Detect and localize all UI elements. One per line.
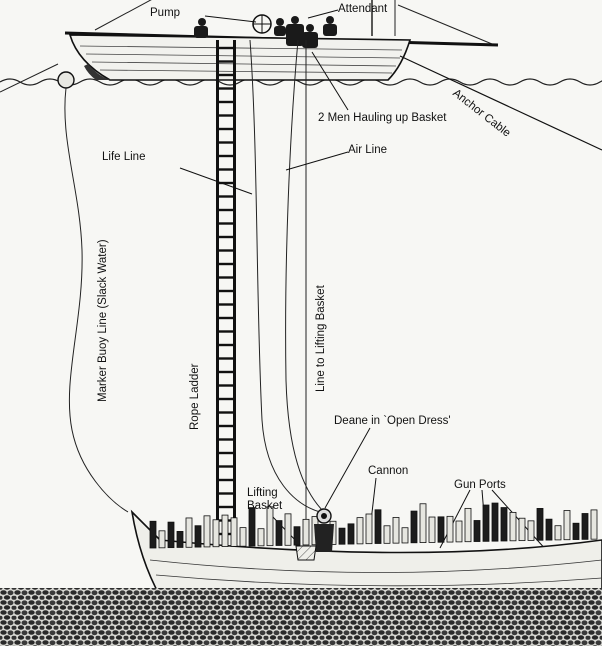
- seabed: [0, 588, 602, 646]
- label-attendant: Attendant: [338, 3, 388, 15]
- diver: [314, 508, 334, 552]
- label-marker-buoy-line: Marker Buoy Line (Slack Water): [97, 239, 109, 402]
- label-deane: Deane in `Open Dress': [334, 415, 451, 427]
- label-air-line: Air Line: [348, 144, 387, 156]
- marker-buoy: [0, 63, 75, 93]
- label-basket: Basket: [247, 500, 283, 512]
- label-pump: Pump: [150, 7, 181, 19]
- sea-surface: [0, 78, 602, 86]
- label-rope-ladder: Rope Ladder: [189, 363, 201, 431]
- label-lifting: Lifting: [247, 487, 278, 499]
- label-gun-ports: Gun Ports: [454, 479, 506, 491]
- surface-boat: [64, 0, 499, 81]
- label-cannon: Cannon: [368, 465, 409, 477]
- wreck: [130, 502, 602, 597]
- label-men-hauling: 2 Men Hauling up Basket: [318, 112, 447, 124]
- label-life-line: Life Line: [102, 151, 146, 163]
- air-line: [285, 39, 325, 513]
- rope-ladder: [216, 40, 236, 538]
- anchor-cable: [399, 55, 602, 151]
- life-line: [249, 39, 321, 513]
- label-line-to-basket: Line to Lifting Basket: [315, 285, 327, 392]
- lifting-basket: [295, 545, 317, 561]
- marker-buoy-line: [64, 87, 129, 513]
